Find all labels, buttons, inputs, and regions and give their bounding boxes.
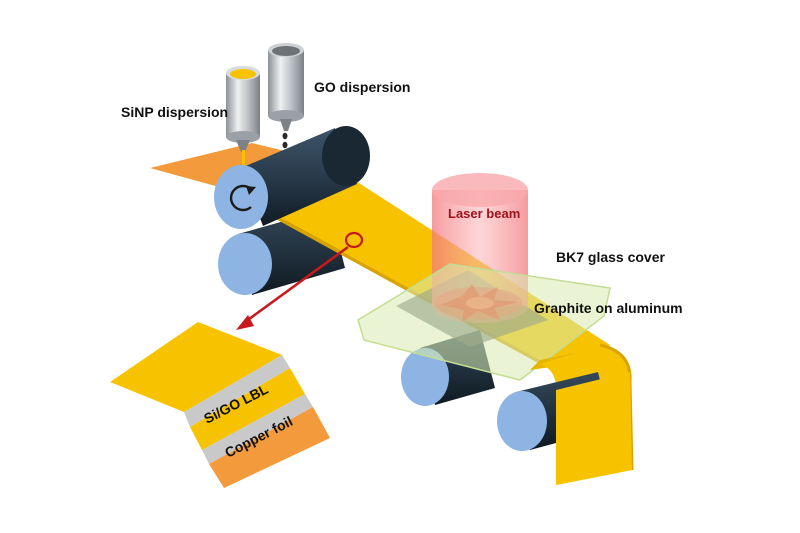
bk7-glass-cover-label: BK7 glass cover: [556, 249, 665, 265]
laser-beam-label: Laser beam: [448, 206, 520, 221]
belt-front-panel: [556, 372, 632, 485]
inspection-circle: [344, 231, 364, 249]
rotation-arrow-icon: [229, 184, 256, 212]
zoom-arrow: [244, 245, 349, 324]
bk7-glass-cover: [357, 263, 611, 381]
sinp-dispersion-label: SiNP dispersion: [121, 104, 228, 120]
sinp-syringe: [226, 66, 260, 166]
magnified-foil: [110, 322, 330, 488]
graphite-on-aluminum-label: Graphite on aluminum: [534, 300, 683, 316]
zoom-arrow-head-icon: [236, 315, 254, 330]
go-syringe: [268, 43, 304, 149]
upper-left-roller: [214, 126, 370, 229]
go-dispersion-label: GO dispersion: [314, 79, 410, 95]
